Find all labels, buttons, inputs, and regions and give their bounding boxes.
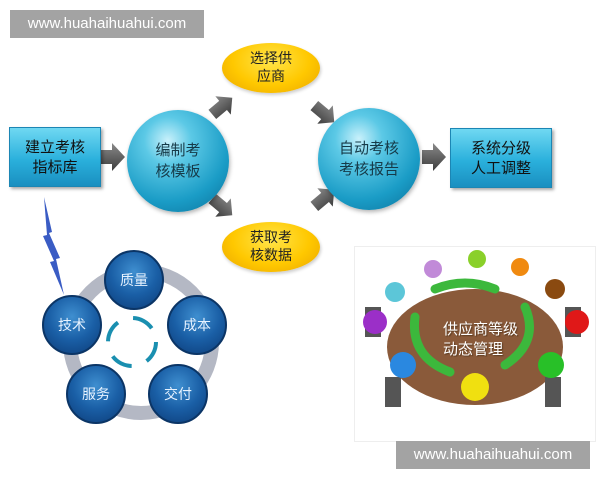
step-label: 考核报告 [338, 160, 399, 178]
meeting-caption: 供应商等级 动态管理 [443, 319, 518, 359]
arrow-right-icon [422, 143, 446, 171]
meeting-table-illustration: 供应商等级 动态管理 [354, 246, 596, 442]
watermark-bottom: www.huahaihuahui.com [396, 441, 590, 469]
caption-line: 动态管理 [443, 340, 504, 358]
step-label: 建立考核 [24, 138, 85, 156]
lightning-icon [43, 197, 64, 295]
step-label: 人工调整 [470, 159, 531, 177]
cycle-item-delivery: 交付 [148, 364, 208, 424]
cycle-item-technology: 技术 [42, 295, 102, 355]
branch-label: 选择供 [250, 51, 292, 67]
cycle-item-service: 服务 [66, 364, 126, 424]
step-label: 自动考核 [338, 139, 399, 157]
step-label: 系统分级 [470, 139, 531, 157]
step-label: 编制考 [155, 141, 201, 159]
flow-step-auto-report: 自动考核考核报告 [318, 108, 420, 210]
flow-step-indicator-library: 建立考核指标库 [9, 127, 101, 187]
cycle-label: 质量 [120, 273, 148, 289]
cycle-dashed-circle-icon [106, 316, 158, 368]
cycle-label: 技术 [58, 318, 86, 334]
branch-label: 应商 [257, 69, 285, 85]
cycle-label: 成本 [183, 318, 211, 334]
flow-step-template: 编制考核模板 [127, 110, 229, 212]
branch-label: 核数据 [250, 248, 292, 264]
flow-branch-select-supplier: 选择供应商 [222, 43, 320, 93]
step-label: 核模板 [155, 162, 201, 180]
branch-label: 获取考 [250, 230, 292, 246]
cycle-item-quality: 质量 [104, 250, 164, 310]
caption-line: 供应商等级 [443, 320, 519, 338]
cycle-label: 服务 [82, 387, 110, 403]
flow-step-grading: 系统分级人工调整 [450, 128, 552, 188]
round-table-icon [363, 250, 589, 407]
cycle-label: 交付 [164, 387, 192, 403]
flow-branch-get-data: 获取考核数据 [222, 222, 320, 272]
watermark-top: www.huahaihuahui.com [10, 10, 204, 38]
arrow-right-icon [101, 143, 125, 171]
cycle-item-cost: 成本 [167, 295, 227, 355]
step-label: 指标库 [32, 158, 78, 176]
